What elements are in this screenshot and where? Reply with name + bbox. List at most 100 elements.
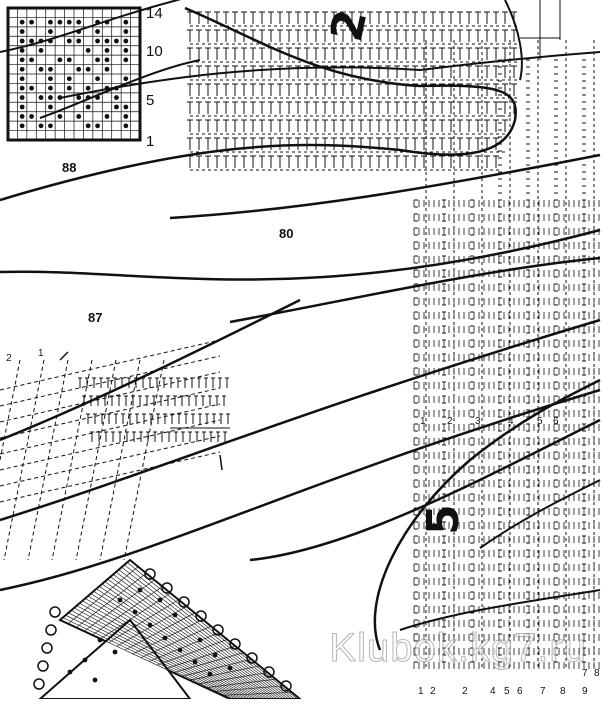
filet-filled-dot	[123, 38, 129, 44]
outline-curve	[0, 298, 301, 442]
filet-filled-dot	[117, 597, 123, 603]
chain-line	[0, 339, 221, 391]
chain-line	[3, 359, 45, 561]
filet-grid-line	[73, 607, 245, 700]
filet-filled-dot	[85, 48, 91, 53]
column-number: 5	[504, 686, 510, 697]
picot-loop	[45, 624, 57, 636]
filet-filled-dot	[104, 114, 110, 119]
filet-filled-dot	[207, 671, 213, 677]
chain-line	[99, 359, 141, 561]
filet-grid-line	[127, 562, 298, 700]
chart-row-label-1: 1	[146, 133, 155, 150]
filet-grid-line	[76, 605, 247, 700]
filet-filled-dot	[137, 587, 143, 593]
filet-filled-dot	[19, 57, 25, 63]
arrow-line	[219, 454, 223, 471]
picot-loop	[37, 660, 49, 672]
filet-filled-dot	[192, 659, 198, 665]
filet-filled-dot	[66, 19, 72, 25]
filet-filled-dot	[57, 57, 63, 63]
filet-grid-line	[84, 579, 155, 632]
piece-label-87: 87	[88, 310, 103, 325]
chain-line	[27, 359, 69, 561]
chain-line	[0, 419, 221, 471]
filet-filled-dot	[57, 19, 63, 25]
filet-filled-dot	[123, 123, 129, 129]
chain-line	[0, 387, 221, 439]
filet-grid-line	[59, 559, 131, 621]
filet-grid-line	[65, 614, 236, 700]
filet-filled-dot	[92, 677, 98, 683]
filet-filled-dot	[212, 652, 218, 658]
filet-filled-dot	[123, 29, 129, 34]
filet-filled-dot	[114, 38, 119, 44]
column-number: 8	[560, 686, 566, 697]
filet-grid-line	[71, 610, 242, 700]
filet-grid-line	[62, 617, 233, 700]
filet-filled-dot	[95, 76, 100, 82]
chart-row-label-14: 14	[146, 5, 163, 22]
filet-grid-line	[181, 658, 252, 677]
filet-filled-dot	[112, 649, 118, 655]
filet-grid-line	[59, 619, 231, 700]
filet-grid-line	[121, 566, 292, 700]
outline-curve	[479, 479, 601, 549]
filet-filled-dot	[123, 104, 129, 110]
filet-grid-line	[110, 576, 281, 700]
arrow-line	[59, 351, 69, 361]
filet-grid-line	[165, 645, 236, 670]
filet-filled-dot	[48, 123, 53, 129]
filet-filled-dot	[123, 19, 129, 25]
filet-filled-dot	[95, 29, 100, 34]
filet-grid-line	[189, 665, 260, 681]
chart-row-label-5: 5	[146, 92, 155, 109]
filet-filled-dot	[197, 637, 203, 643]
outline-curve	[0, 318, 601, 522]
filet-filled-dot	[162, 635, 168, 641]
picot-loop	[49, 606, 61, 618]
filet-filled-dot	[48, 104, 53, 110]
outline-curve	[59, 51, 601, 99]
filet-filled-dot	[157, 597, 163, 603]
filet-filled-dot	[19, 114, 25, 119]
column-number: 6	[553, 416, 559, 427]
filet-filled-dot	[104, 38, 110, 44]
outline-curve	[229, 256, 601, 324]
column-number: 6	[517, 686, 523, 697]
filet-filled-dot	[104, 57, 110, 63]
filet-filled-dot	[48, 29, 53, 34]
filet-filled-dot	[177, 647, 183, 653]
filet-filled-dot	[29, 114, 34, 119]
filet-filled-dot	[82, 657, 88, 663]
filet-filled-dot	[29, 38, 34, 44]
filet-filled-dot	[104, 48, 110, 53]
column-number: 7	[540, 686, 546, 697]
filet-filled-dot	[85, 123, 91, 129]
filet-grid-line	[68, 612, 239, 700]
filet-grid-line	[101, 583, 273, 700]
chain-line	[123, 359, 165, 561]
column-number: 2	[462, 686, 468, 697]
filet-filled-dot	[132, 609, 138, 615]
column-number: 4	[508, 416, 514, 427]
chart-row-label-10: 10	[146, 43, 163, 60]
picot-loop	[41, 642, 53, 654]
picot-loop	[33, 678, 45, 690]
filet-filled-dot	[85, 104, 91, 110]
column-number: 2	[447, 416, 453, 427]
chain-line	[75, 359, 117, 561]
filet-grid-line	[213, 685, 284, 692]
picot-loop	[229, 638, 241, 650]
outline-curve	[249, 418, 601, 562]
filet-grid-line	[140, 625, 212, 658]
chain-line	[0, 403, 221, 455]
column-number: 1	[420, 416, 426, 427]
filet-filled-dot	[38, 48, 44, 53]
filet-filled-dot	[95, 123, 100, 129]
filet-filled-dot	[114, 95, 119, 100]
chain-line	[0, 355, 221, 407]
filet-filled-dot	[29, 57, 34, 63]
